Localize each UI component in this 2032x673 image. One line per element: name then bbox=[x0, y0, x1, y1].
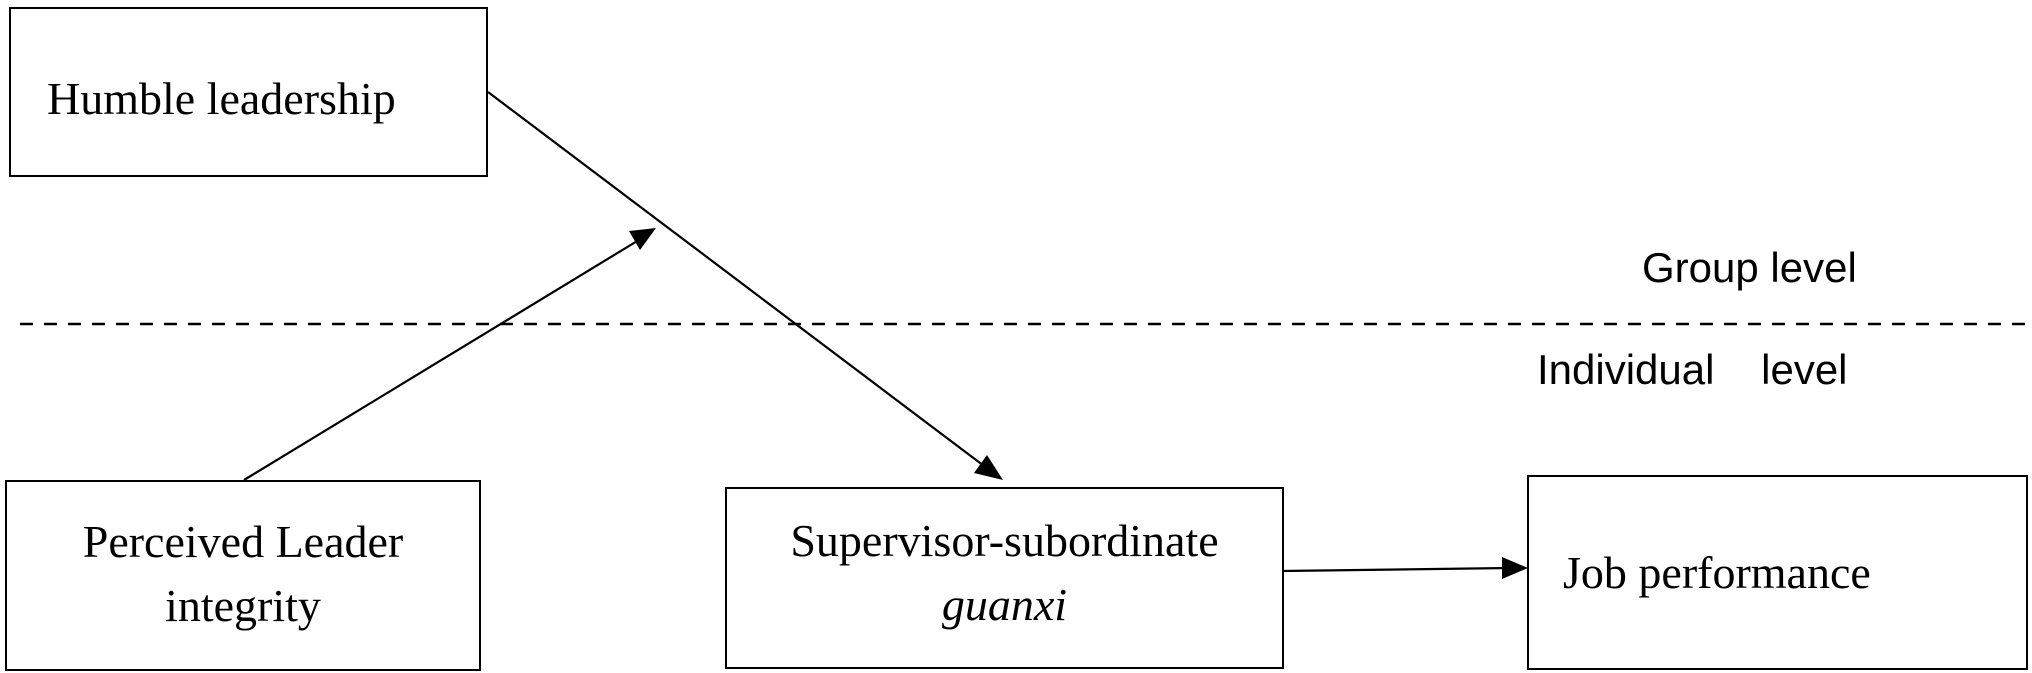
node-integrity-label-line2: integrity bbox=[165, 580, 321, 632]
arrowhead-humble-to-guanxi bbox=[974, 455, 1003, 480]
node-humble-leadership: Humble leadership bbox=[9, 7, 488, 177]
arrow-guanxi-to-performance bbox=[1281, 566, 1511, 573]
arrowhead-guanxi-to-performance bbox=[1502, 557, 1528, 579]
node-perceived-leader-integrity: Perceived Leader integrity bbox=[5, 480, 481, 671]
node-integrity-label-line1: Perceived Leader bbox=[82, 516, 404, 567]
individual-level-label: Individual level bbox=[1537, 346, 1848, 393]
node-humble-leadership-label: Humble leadership bbox=[47, 73, 396, 124]
node-job-performance-label: Job performance bbox=[1563, 547, 1871, 598]
node-job-performance: Job performance bbox=[1527, 475, 2028, 670]
node-guanxi-label-line2: guanxi bbox=[941, 579, 1068, 631]
arrow-integrity-moderation bbox=[243, 231, 653, 481]
arrowhead-integrity-moderation bbox=[629, 228, 656, 250]
group-level-label: Group level bbox=[1642, 244, 1857, 291]
node-supervisor-subordinate-guanxi: Supervisor-subordinate guanxi bbox=[725, 487, 1284, 669]
arrow-humble-to-guanxi bbox=[487, 91, 1001, 479]
node-guanxi-label-line1: Supervisor-subordinate bbox=[790, 515, 1219, 566]
